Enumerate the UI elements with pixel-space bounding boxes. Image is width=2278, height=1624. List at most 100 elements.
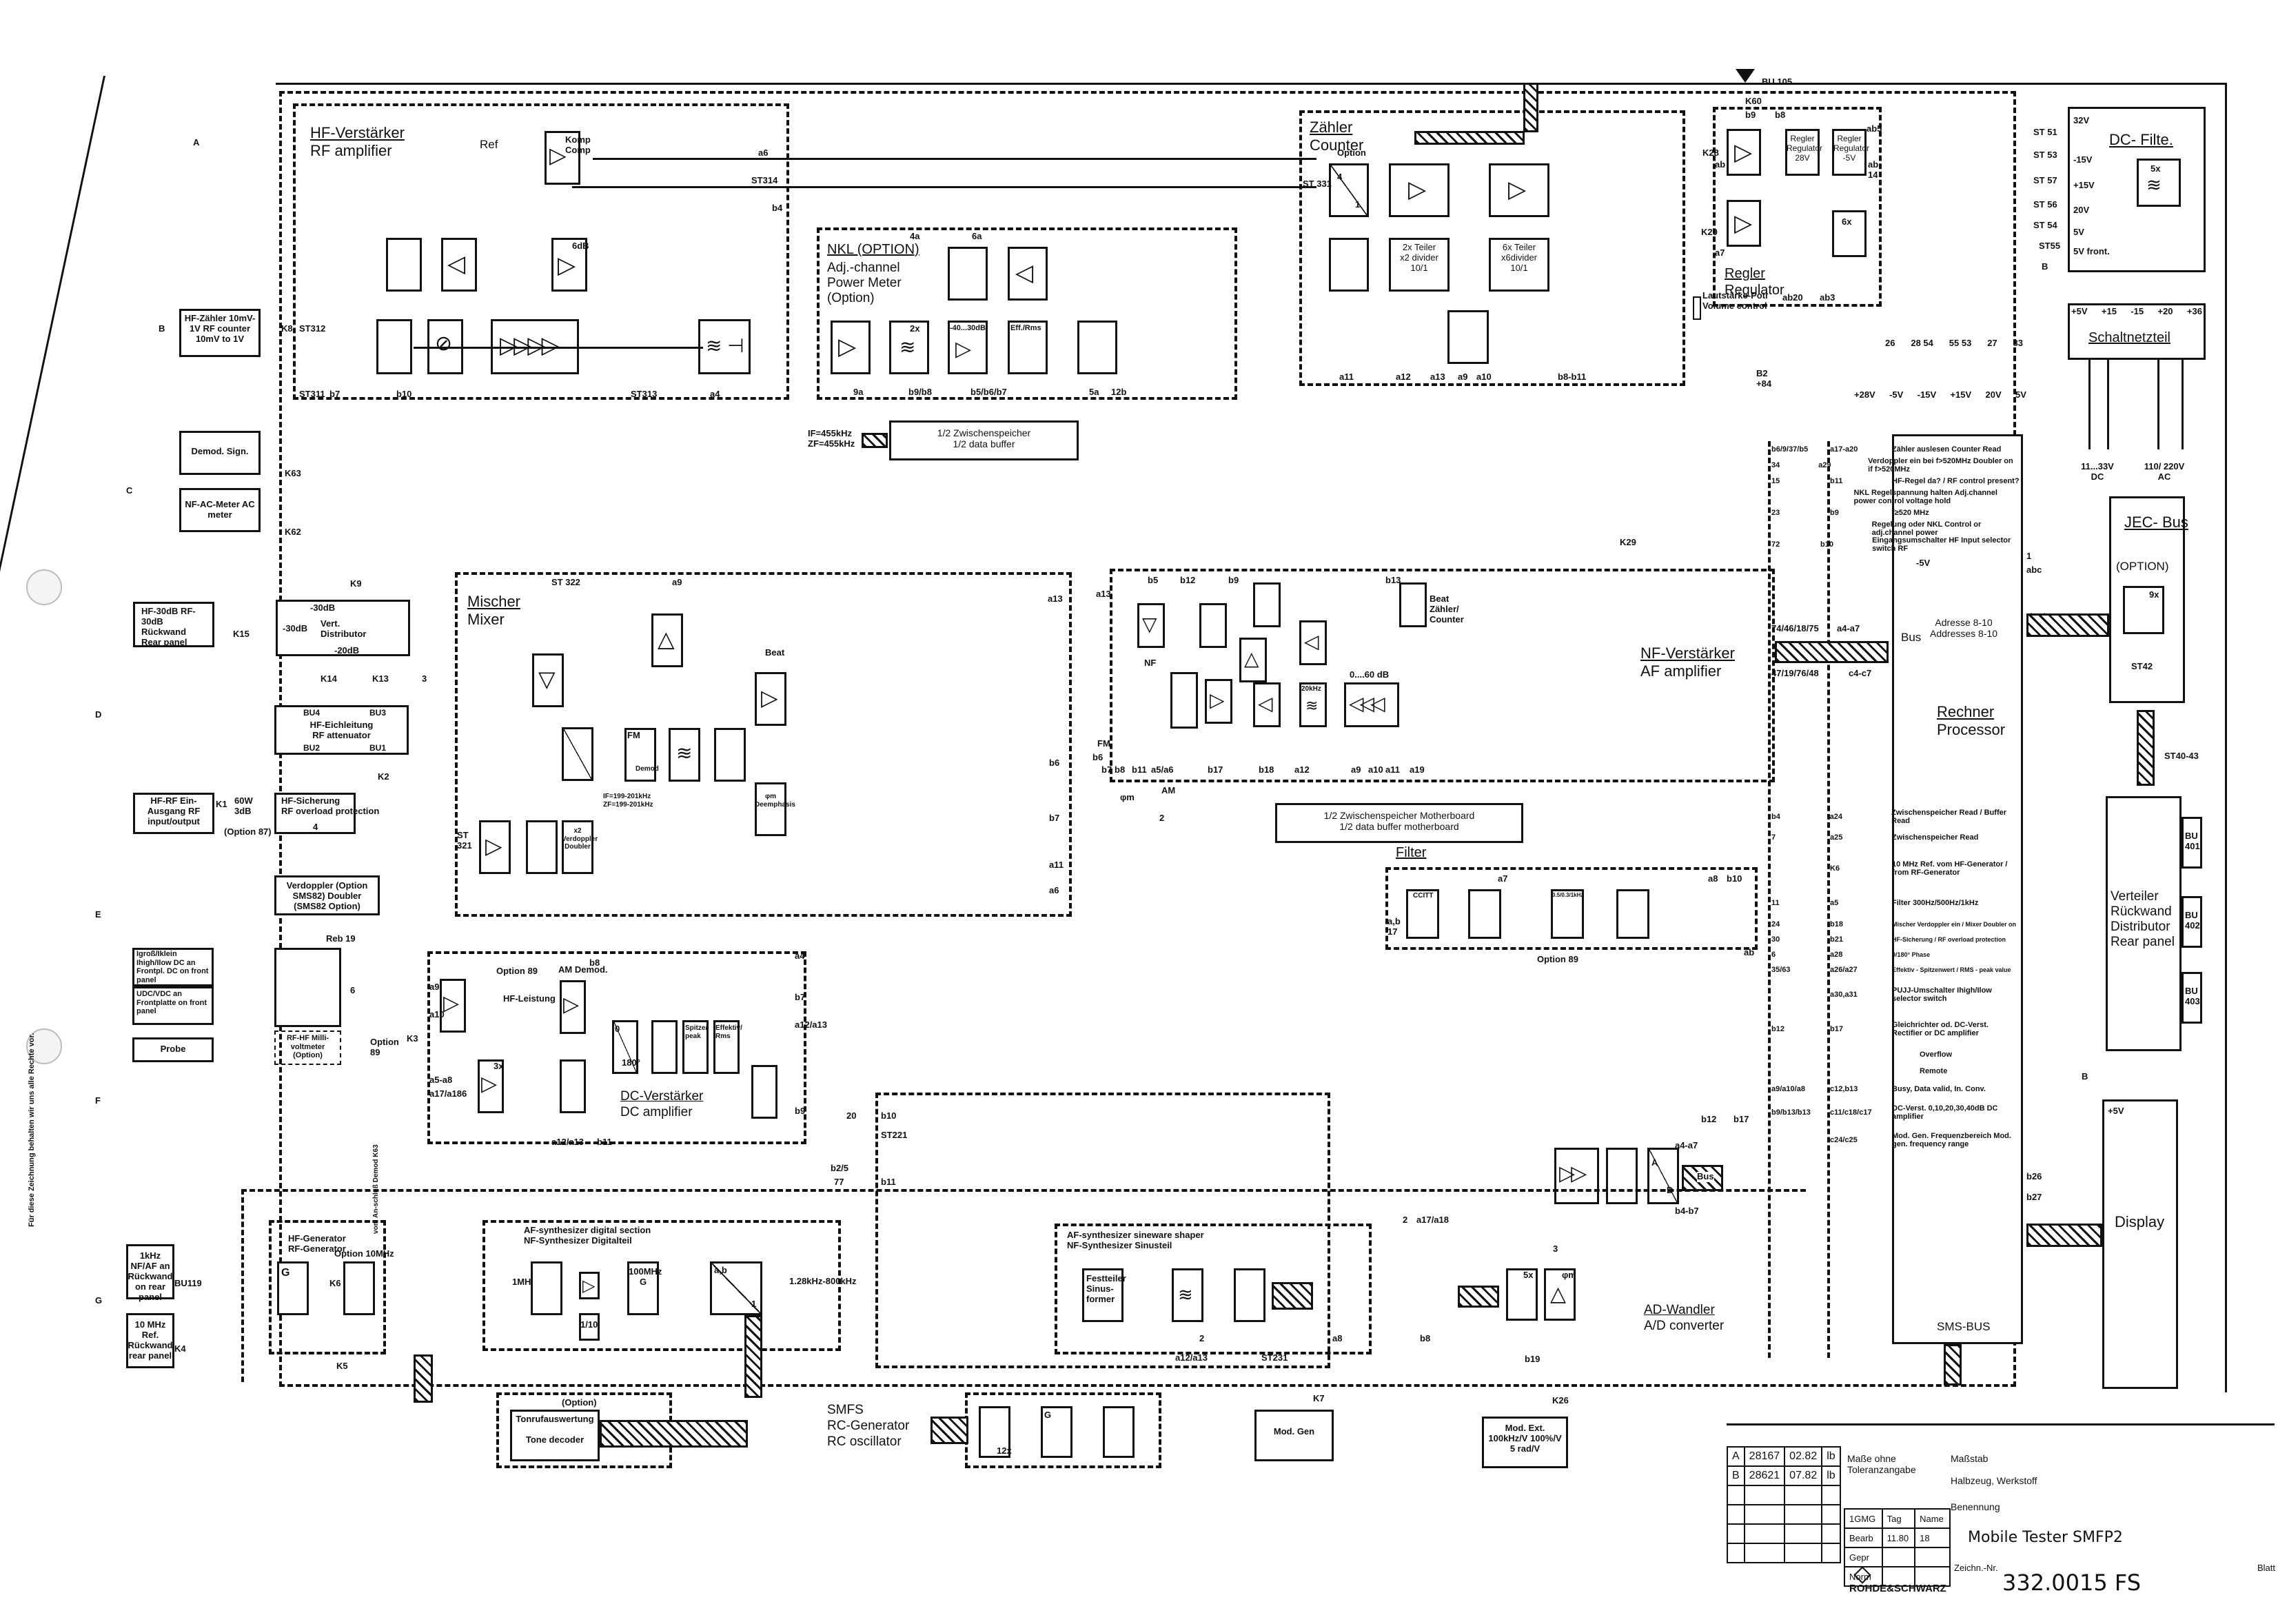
am-demod: ▷ (560, 980, 586, 1034)
af-loop-amp: ▷ (579, 1272, 600, 1299)
counter-pin: b8-b11 (1558, 372, 1587, 382)
psu-rail: +15 (2101, 306, 2117, 316)
filter-switch2 (1616, 889, 1649, 939)
rf-power-pin: a4 (795, 951, 805, 961)
sheet-slanted-edge (0, 76, 106, 1386)
rf-power-option: Option 89 (496, 966, 538, 976)
af-fm-label: FM (1097, 738, 1110, 749)
display-b: B (2082, 1071, 2088, 1082)
ac-meter-input[interactable] (179, 488, 261, 532)
adc-pin: b4-b7 (1675, 1206, 1699, 1216)
wire (572, 186, 1316, 188)
doubler-option (274, 875, 380, 915)
probe-input[interactable] (132, 1037, 214, 1062)
left-pin: K3 (407, 1033, 418, 1044)
dc-current-input[interactable] (132, 948, 214, 986)
demod-signal-output[interactable] (179, 431, 261, 475)
ref-10mhz-port[interactable] (126, 1313, 174, 1368)
dc-phase-180: 180° (622, 1057, 640, 1068)
wire (2088, 360, 2091, 449)
af-range: 1.28kHz-800kHz (789, 1276, 857, 1286)
overload-pad: 60W 3dB (234, 795, 253, 816)
rail-label: +28V (1854, 389, 1875, 400)
rf-counter-label: HF-Zähler 10mV-1V RF counter 10mV to 1V (184, 313, 256, 344)
mod-ext[interactable] (1482, 1417, 1568, 1468)
iec-bus-option: (OPTION) (2116, 560, 2169, 573)
rf-30db-port[interactable] (133, 602, 214, 647)
filter-pin: b10 (1727, 873, 1742, 884)
psu-title: Schaltnetzteil (2088, 330, 2170, 345)
processor-signal: Remote (1920, 1067, 1948, 1075)
nkl-pin: 6a (972, 231, 982, 241)
sms-bus-label: SMS-BUS (1937, 1320, 1991, 1333)
rf-pin-label: K8 (281, 323, 293, 334)
regulator-amp1: ▷ (1727, 129, 1761, 176)
nkl-pin: 5a (1089, 387, 1099, 397)
counter-bus-up (1523, 83, 1538, 132)
dc-voltage-input[interactable] (132, 986, 214, 1025)
dc-rms (713, 1020, 740, 1074)
rf-counter-input[interactable] (179, 309, 261, 357)
af-1khz-port[interactable] (126, 1244, 174, 1299)
display-title: Display (2115, 1213, 2165, 1230)
nkl-pin: 12b (1111, 387, 1127, 397)
smfs-oscillator (1041, 1406, 1072, 1458)
rf-lowpass-detector: ≋ ⊣ (698, 319, 751, 374)
counter-amp-x2: ▷ (1389, 163, 1450, 217)
af-pin: K29 (1620, 537, 1636, 547)
mixer-beat-label: Beat (765, 647, 785, 658)
counter-divider-x2 (1389, 238, 1450, 292)
dc-out: 5V (2073, 227, 2084, 237)
af-sine-pin: 2 (1199, 1333, 1205, 1343)
filter-pin: ab (1744, 947, 1755, 957)
approval-row: Gepr (1844, 1547, 1951, 1567)
af-beat-counter (1399, 582, 1427, 627)
nkl-switch (1077, 321, 1117, 374)
distributor-block (2106, 796, 2182, 1051)
adc-a: A (1651, 1157, 1658, 1168)
rf-io-port[interactable] (133, 793, 214, 834)
sheet-border-top (276, 83, 2226, 85)
left-pin: K62 (285, 527, 301, 537)
dc-rms-label: Effektiv/ Rms (715, 1024, 742, 1040)
dc-out: 5V front. (2073, 246, 2110, 256)
rf-pin-label: a4 (710, 389, 720, 399)
processor-bus-label: Bus (1901, 631, 1922, 644)
vert-distributor-att2: -30dB (283, 623, 308, 633)
counter-selector (1447, 310, 1489, 364)
rf-power-3x-amp: ▷ (478, 1059, 504, 1113)
iec-st40: ST40-43 (2164, 751, 2199, 761)
adc-phim-label: φm (1562, 1270, 1576, 1280)
af-pin: b12 (1180, 575, 1196, 585)
volume-control-icon[interactable] (1693, 296, 1701, 320)
company-name: ROHDE&SCHWARZ (1849, 1583, 1946, 1594)
rf-ref-label: Ref (480, 138, 498, 151)
mixer-doubler-label: x2 Verdoppler Doubler (562, 827, 598, 851)
display-block (2102, 1099, 2178, 1389)
adc-converter (1647, 1148, 1679, 1204)
regulator-minus5v (1832, 129, 1867, 176)
adc-switch (1606, 1148, 1638, 1204)
af-pin: a9 (1351, 764, 1361, 775)
sheet-border-right (2225, 83, 2227, 1392)
mixer-input-amp: ▷ (479, 820, 511, 874)
af-selector (1170, 672, 1198, 729)
rf-power-pin: b11 (597, 1137, 612, 1147)
mixer-fm-label: FM (627, 730, 640, 740)
processor-minus5v: -5V (1916, 558, 1931, 568)
wire (2182, 360, 2184, 449)
wire (593, 158, 1316, 160)
